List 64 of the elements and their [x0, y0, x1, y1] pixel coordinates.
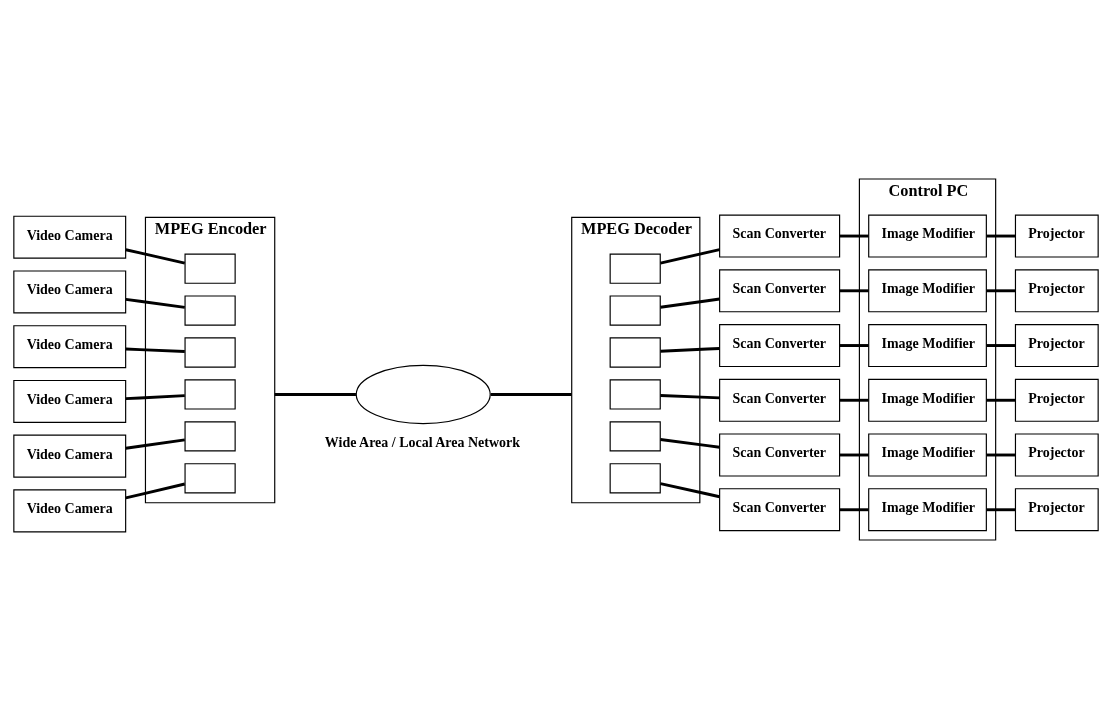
connector [660, 393, 720, 400]
node-box: Scan Converter [719, 269, 841, 313]
connector [986, 234, 1016, 238]
node-box: Image Modifier [868, 214, 987, 258]
node-box: Scan Converter [719, 324, 841, 368]
connector [840, 289, 869, 293]
node-box: Projector [1014, 214, 1099, 258]
node-box: Video Camera [13, 270, 127, 314]
node-box: Video Camera [13, 379, 127, 423]
node-box [609, 253, 661, 284]
connector [840, 398, 869, 402]
connector [125, 248, 186, 265]
node-box: Projector [1014, 488, 1099, 532]
node-box: Projector [1014, 433, 1099, 477]
connector [840, 234, 869, 238]
node-box: Video Camera [13, 434, 127, 478]
node-box [609, 337, 661, 368]
node-box [184, 421, 236, 452]
connector [986, 453, 1016, 457]
connector [125, 297, 185, 309]
connector [274, 393, 356, 396]
node-box [609, 379, 661, 410]
node-box: Video Camera [13, 215, 127, 259]
node-ellipse [355, 364, 491, 425]
node-box [184, 463, 236, 494]
node-box: Projector [1014, 378, 1099, 422]
connector [660, 346, 720, 353]
node-box [609, 295, 661, 326]
connector [986, 289, 1016, 293]
node-box: Scan Converter [719, 488, 841, 532]
connector [986, 508, 1016, 512]
node-box: Image Modifier [868, 433, 987, 477]
connector [490, 393, 572, 396]
connector [660, 297, 720, 309]
node-box: Scan Converter [719, 378, 841, 422]
cluster: MPEG Encoder [144, 216, 276, 504]
node-box [609, 463, 661, 494]
connector [125, 347, 185, 353]
node-box [609, 421, 661, 452]
cluster: MPEG Decoder [571, 216, 701, 504]
connector [840, 344, 869, 347]
connector [660, 438, 720, 449]
node-box: Video Camera [13, 489, 127, 533]
connector [840, 508, 869, 512]
connector [986, 398, 1016, 402]
node-box [184, 253, 236, 284]
node-box: Projector [1014, 269, 1099, 313]
connector [125, 394, 185, 401]
node-box [184, 379, 236, 410]
connector [840, 453, 869, 457]
node-box: Image Modifier [868, 488, 987, 532]
connector [660, 248, 720, 265]
node-box: Projector [1014, 324, 1099, 368]
connector [125, 438, 185, 450]
node-box: Scan Converter [719, 214, 841, 258]
connector [986, 344, 1016, 347]
node-box [184, 337, 236, 368]
node-box: Image Modifier [868, 269, 987, 313]
node-box: Video Camera [13, 325, 127, 369]
node-box: Image Modifier [868, 324, 987, 368]
node-box [184, 295, 236, 326]
node-label: Wide Area / Local Area Network [324, 434, 520, 450]
node-box: Image Modifier [868, 378, 987, 422]
node-box: Scan Converter [719, 433, 841, 477]
